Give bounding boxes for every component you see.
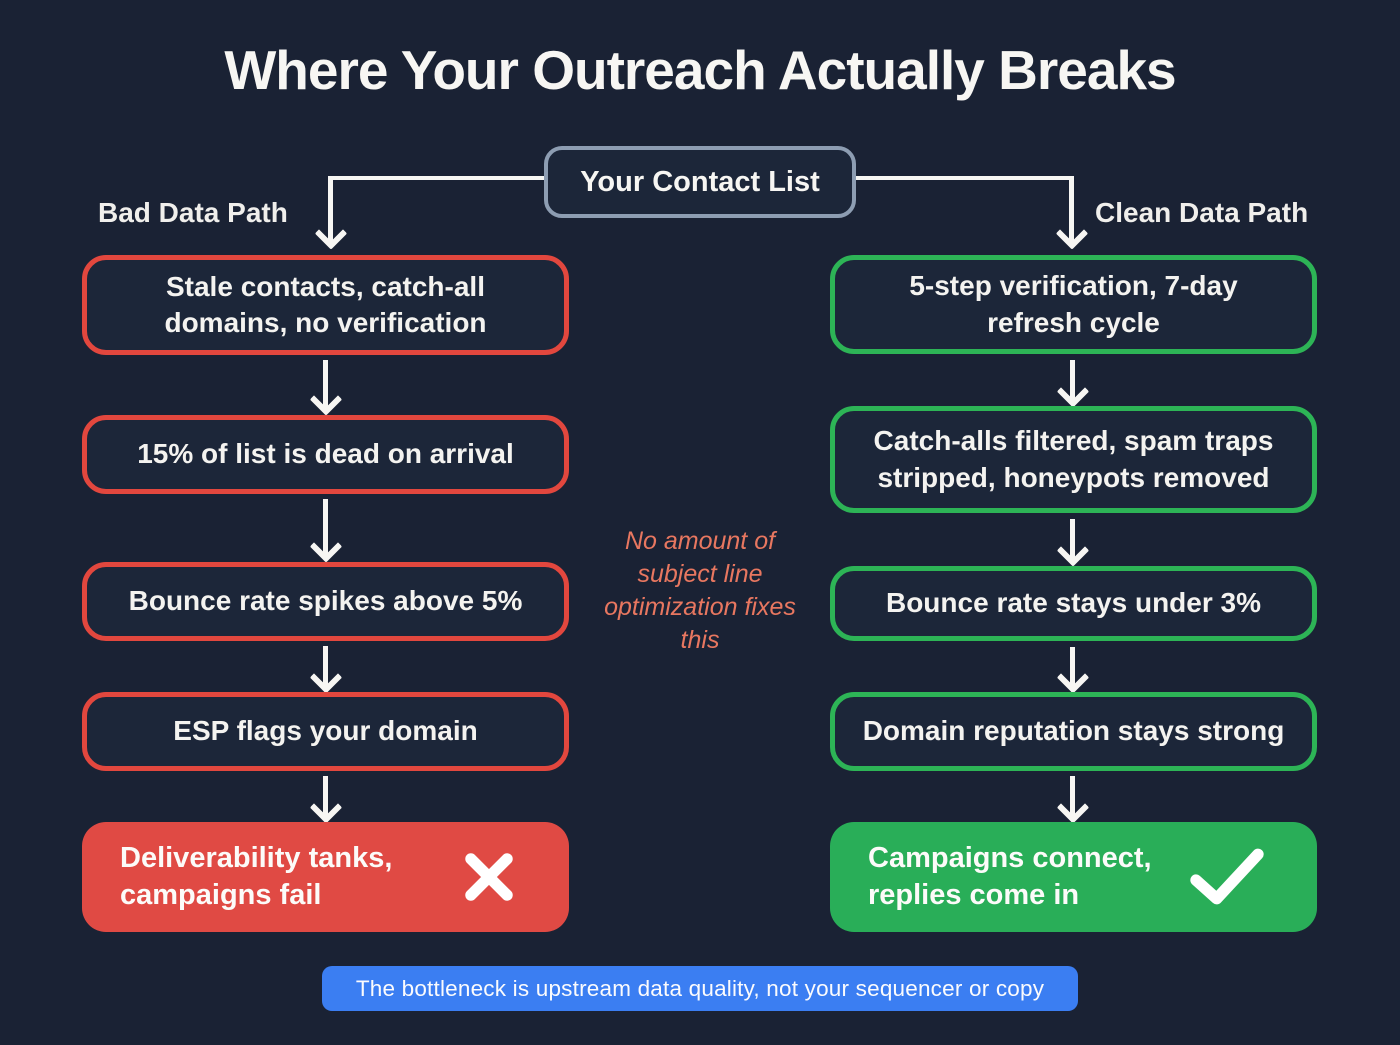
clean-step-2: Catch-alls filtered, spam traps stripped… (830, 406, 1317, 513)
clean-step-2-label: Catch-alls filtered, spam traps stripped… (873, 425, 1274, 493)
bad-outcome-label: Deliverability tanks, campaigns fail (120, 841, 393, 911)
connector-left-horizontal (328, 176, 546, 180)
bad-arrow-4 (323, 776, 328, 816)
page-title: Where Your Outreach Actually Breaks (224, 39, 1176, 101)
center-annotation: No amount of subject line optimization f… (604, 527, 796, 654)
footer-note-pill: The bottleneck is upstream data quality,… (322, 966, 1078, 1011)
clean-step-4-label: Domain reputation stays strong (862, 715, 1285, 747)
bad-step-1: Stale contacts, catch-all domains, no ve… (82, 255, 569, 355)
bad-arrow-3 (323, 646, 328, 686)
clean-arrow-3 (1070, 647, 1075, 686)
bad-outcome: Deliverability tanks, campaigns fail (82, 822, 569, 932)
clean-arrow-2 (1070, 519, 1075, 559)
bad-step-3: Bounce rate spikes above 5% (82, 562, 569, 641)
bad-step-4-label: ESP flags your domain (173, 715, 478, 747)
root-node-contact-list: Your Contact List (544, 146, 856, 218)
bad-step-4: ESP flags your domain (82, 692, 569, 771)
clean-arrow-1 (1070, 360, 1075, 400)
connector-left-arrow (328, 176, 333, 242)
check-icon (1190, 848, 1264, 905)
footer-note-label: The bottleneck is upstream data quality,… (355, 975, 1045, 1001)
clean-path-label: Clean Data Path (1095, 197, 1309, 228)
clean-step-1-label: 5-step verification, 7-day refresh cycle (909, 270, 1238, 338)
clean-step-4: Domain reputation stays strong (830, 692, 1317, 771)
bad-step-2-label: 15% of list is dead on arrival (137, 438, 514, 470)
bad-step-3-label: Bounce rate spikes above 5% (128, 585, 523, 617)
clean-outcome-label: Campaigns connect, replies come in (868, 841, 1152, 911)
clean-outcome: Campaigns connect, replies come in (830, 822, 1317, 932)
connector-right-horizontal (856, 176, 1072, 180)
bad-arrow-2 (323, 499, 328, 555)
bad-step-2: 15% of list is dead on arrival (82, 415, 569, 494)
root-node-label: Your Contact List (580, 165, 820, 198)
connector-right-arrow (1069, 176, 1074, 242)
bad-arrow-1 (323, 360, 328, 408)
clean-step-3-label: Bounce rate stays under 3% (885, 587, 1262, 619)
clean-step-3: Bounce rate stays under 3% (830, 566, 1317, 641)
x-icon (465, 853, 513, 901)
bad-path-label: Bad Data Path (98, 197, 288, 228)
clean-arrow-4 (1070, 776, 1075, 816)
bad-step-1-label: Stale contacts, catch-all domains, no ve… (164, 270, 487, 338)
clean-step-1: 5-step verification, 7-day refresh cycle (830, 255, 1317, 354)
